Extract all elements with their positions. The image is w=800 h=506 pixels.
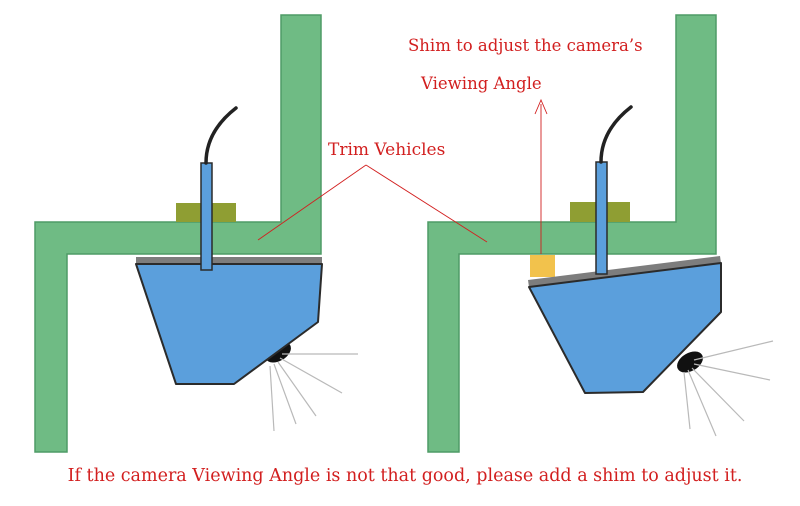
trim-vehicles-label: Trim Vehicles — [328, 140, 445, 160]
left-mount-plate — [136, 257, 322, 264]
right-mount-plate — [528, 256, 721, 287]
right-assembly — [427, 14, 774, 453]
shim-arrowhead — [534, 98, 548, 115]
left-camera-cable — [204, 106, 238, 165]
shim — [530, 255, 555, 277]
left-camera-stem — [200, 162, 213, 271]
right-light-rays — [683, 340, 774, 437]
right-camera-lens — [677, 351, 703, 373]
trim-leader-left — [257, 164, 367, 241]
right-camera-stem — [595, 161, 608, 275]
leader-lines — [257, 98, 548, 254]
left-assembly — [34, 14, 358, 453]
caption: If the camera Viewing Angle is not that … — [68, 466, 743, 486]
left-trim-panel — [34, 14, 322, 453]
left-light-rays — [269, 353, 358, 432]
left-camera-body — [135, 263, 323, 385]
shim-label-line1: Shim to adjust the camera’s — [408, 36, 643, 55]
shim-label-line2: Viewing Angle — [420, 74, 542, 93]
right-camera-cable — [599, 105, 633, 164]
right-camera-body — [528, 262, 722, 394]
trim-leader-right — [365, 164, 488, 243]
